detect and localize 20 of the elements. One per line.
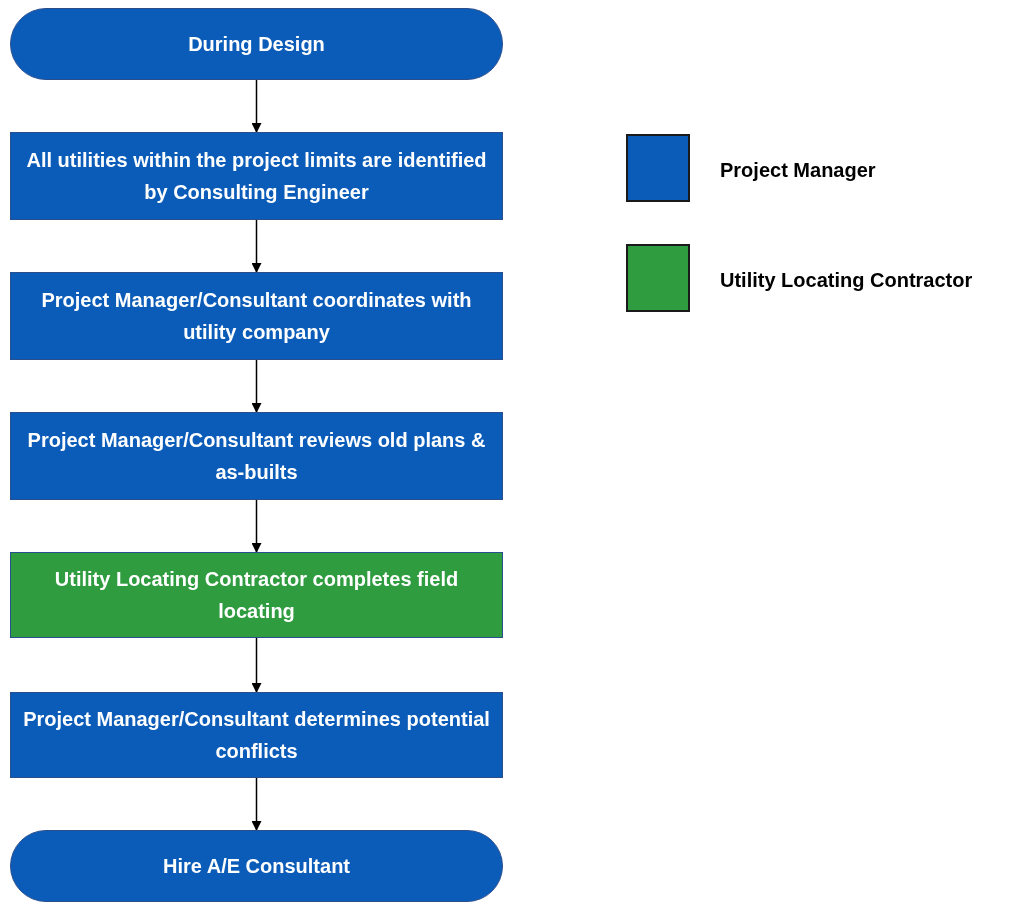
process-box <box>10 272 503 360</box>
process-box <box>10 412 503 500</box>
node-text: During Design <box>188 32 325 57</box>
legend-label: Project Manager <box>720 158 876 183</box>
legend-label: Utility Locating Contractor <box>720 268 973 293</box>
arrow <box>251 499 262 553</box>
node-text: Project Manager/Consultant reviews old plans & as-builts <box>26 428 487 485</box>
arrow <box>251 637 262 693</box>
node-text: All utilities within the project limits are identified by Consulting Engineer <box>25 148 488 205</box>
arrow <box>251 79 262 133</box>
arrow <box>251 359 262 413</box>
process-box <box>10 552 503 638</box>
process-box <box>10 692 503 778</box>
process-box <box>10 132 503 220</box>
arrow <box>251 219 262 273</box>
node-text: Hire A/E Consultant <box>162 854 351 879</box>
node-text: Project Manager/Consultant coordinates with utility company <box>40 288 473 345</box>
arrow <box>251 777 262 831</box>
node-text: Utility Locating Contractor completes field locating <box>53 567 460 624</box>
node-text: Project Manager/Consultant determines potential conflicts <box>23 707 490 764</box>
